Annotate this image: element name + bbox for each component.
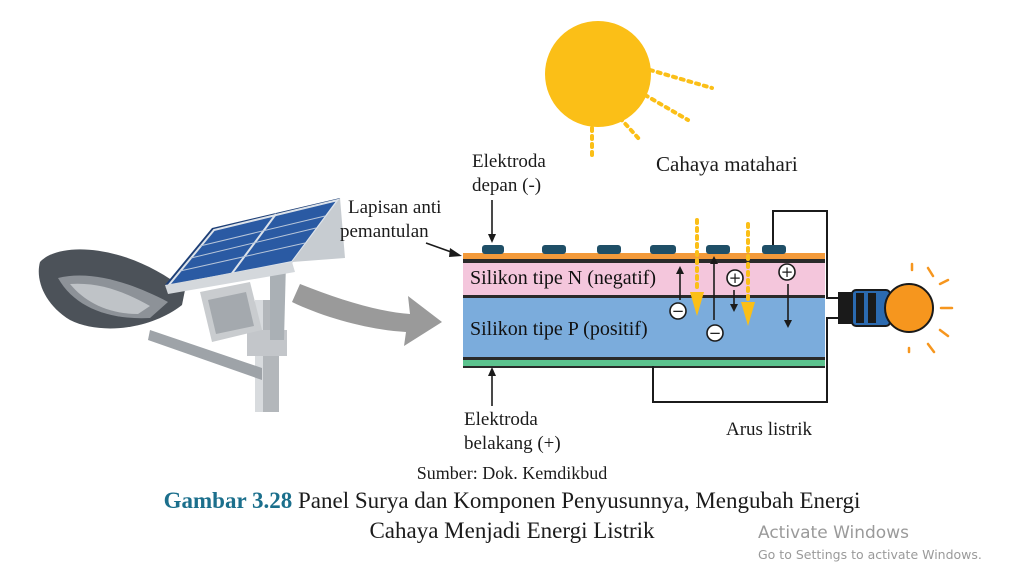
sun-icon [545,21,651,127]
activation-watermark-subtitle: Go to Settings to activate Windows. [758,547,982,562]
front-electrode-pads [482,245,786,254]
hole-symbol-2: + [778,263,796,281]
svg-text:−: − [709,324,722,342]
front-electrode-label-line1: Elektroda [472,151,546,172]
source-credit: Sumber: Dok. Kemdikbud [416,463,608,483]
incoming-light-rays [695,218,750,302]
label-pointers [425,200,496,406]
figure-title-line2: Cahaya Menjadi Energi Listrik [369,518,655,543]
svg-text:−: − [672,302,685,320]
back-electrode-label-line1: Elektroda [464,409,538,430]
sunlight-label: Cahaya matahari [656,152,798,176]
n-type-layer [463,263,825,295]
activation-watermark-title: Activate Windows [758,523,909,543]
lamp-bulb-icon [838,283,934,333]
anti-reflective-layer [463,253,825,259]
front-electrode-label-line2: depan (-) [472,175,542,196]
figure-title-line1: Panel Surya dan Komponen Penyusunnya, Me… [298,488,861,513]
p-type-layer [463,298,825,357]
svg-text:+: + [781,263,794,281]
anti-reflective-label-line1: Lapisan anti [348,197,442,218]
n-type-label: Silikon tipe N (negatif) [470,267,657,289]
current-label: Arus listrik [726,419,813,440]
hole-symbol-1: + [726,269,744,287]
charge-arrows [676,256,792,328]
sun-rays [590,68,714,160]
lamp-glow-rays [907,262,954,354]
solar-street-light-illustration [38,198,345,412]
figure-number: Gambar 3.28 [163,488,293,513]
electron-symbol-1: − [669,302,687,320]
back-electrode-layer [463,360,825,366]
light-arrowheads [690,292,755,326]
solar-cell-layers [463,253,825,368]
figure-caption-line1: Gambar 3.28 Panel Surya dan Komponen Pen… [0,488,1024,514]
p-type-label: Silikon tipe P (positif) [470,318,648,340]
anti-reflective-label-line2: pemantulan [340,221,429,242]
svg-text:+: + [729,269,742,287]
circuit-wires [652,210,840,403]
electron-symbol-2: − [706,324,724,342]
zoom-arrow [292,284,442,346]
back-electrode-label-line2: belakang (+) [464,433,561,454]
